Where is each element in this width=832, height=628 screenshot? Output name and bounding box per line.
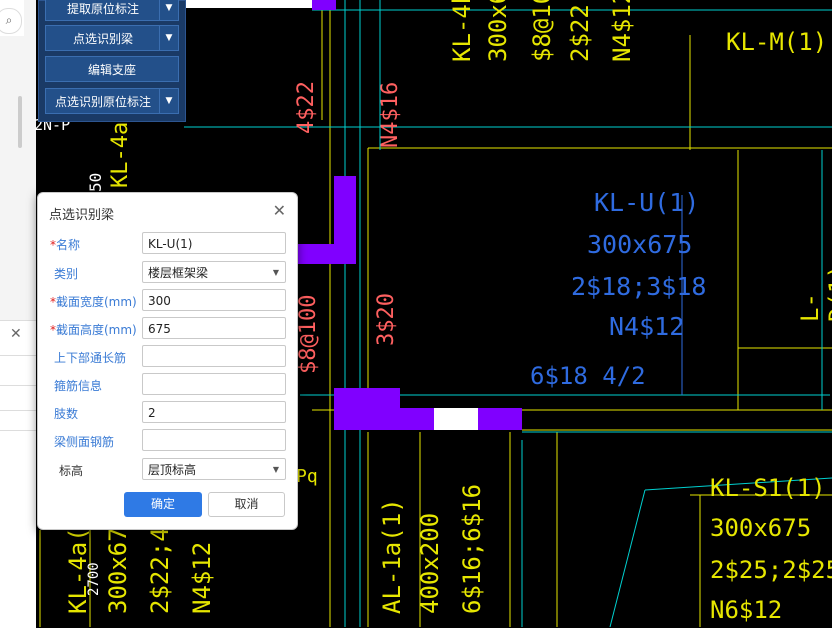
dialog-title: 点选识别梁 — [49, 208, 115, 223]
label-kl-u-bottom: 6$18 4/2 — [530, 362, 646, 390]
label-kl-u-size: 300x675 — [587, 230, 693, 259]
chevron-down-icon[interactable]: ▼ — [159, 26, 178, 50]
row-stirrup: 箍筋信息 — [38, 373, 297, 397]
elevation-select[interactable]: 层顶标高▼ — [142, 458, 286, 480]
width-input[interactable]: 300 — [142, 289, 286, 311]
label-4-22: 4$22 — [294, 81, 319, 134]
divider — [0, 355, 36, 356]
left-panel: ⌕ ✕ — [0, 0, 36, 628]
chevron-down-icon: ▼ — [272, 465, 279, 474]
pick-beam-label: 点选识别梁 — [72, 32, 133, 46]
close-icon[interactable]: ✕ — [272, 201, 286, 220]
scrollbar[interactable] — [18, 96, 22, 148]
rebar-label: 上下部通长筋 — [54, 351, 127, 365]
label-8-100: $8@100 — [296, 294, 321, 374]
label-al-bars: 6$16;6$16 — [458, 483, 486, 614]
pick-annotation-button[interactable]: 点选识别原位标注 ▼ — [45, 88, 179, 114]
legs-label: 肢数 — [54, 407, 79, 421]
label-kl-s1-n: N6$12 — [710, 596, 783, 624]
elevation-label: 标高 — [59, 464, 84, 478]
label-kl-s1: KL-S1(1) — [710, 474, 826, 502]
divider — [0, 430, 36, 431]
label-kl-4b: KL-4b — [448, 0, 476, 62]
label-kl-s1-bars: 2$25;2$25 — [710, 556, 832, 584]
cancel-button[interactable]: 取消 — [208, 492, 285, 517]
type-select[interactable]: 楼层框架梁▼ — [142, 261, 286, 283]
label-kl-m: KL-M(1) — [726, 28, 828, 56]
label-kl-4b-stir: $8@100 — [528, 0, 556, 62]
label-al-1a: AL-1a(1) — [378, 498, 406, 614]
label-al-size: 400x200 — [416, 512, 444, 614]
close-icon[interactable]: ✕ — [10, 326, 22, 342]
type-label: 类别 — [54, 267, 79, 281]
stirrup-input[interactable] — [142, 373, 286, 395]
label-kl-4b-bars: 2$22;4 — [566, 0, 594, 62]
label-3-20: 3$20 — [374, 293, 399, 346]
row-elevation: 标高 层顶标高▼ — [38, 458, 297, 482]
label-n4-16: N4$16 — [378, 81, 403, 148]
divider — [0, 410, 36, 411]
row-legs: 肢数 2 — [38, 401, 297, 425]
row-width: *截面宽度(mm) 300 — [38, 289, 297, 313]
beam-toolbar: 提取原位标注 ▼ 点选识别梁 ▼ 编辑支座 点选识别原位标注 ▼ — [38, 0, 186, 122]
chevron-down-icon[interactable]: ▼ — [159, 89, 178, 113]
label-kl4a-top: KL-4a — [108, 121, 133, 188]
label-kl-u-bars: 2$18;3$18 — [571, 272, 707, 301]
label-pq: Pq — [296, 466, 318, 487]
pick-annotation-label: 点选识别原位标注 — [54, 95, 151, 109]
name-label: *名称 — [50, 238, 81, 252]
extract-annotation-label: 提取原位标注 — [66, 2, 139, 16]
row-height: *截面高度(mm) 675 — [38, 317, 297, 341]
divider — [0, 385, 36, 386]
height-input[interactable]: 675 — [142, 317, 286, 339]
chevron-down-icon[interactable]: ▼ — [159, 0, 178, 20]
lower-left-panel — [0, 320, 36, 628]
stirrup-label: 箍筋信息 — [54, 379, 103, 393]
side-rebar-label: 梁侧面钢筋 — [54, 435, 115, 449]
label-50: 50 — [86, 172, 105, 192]
label-kl-4a-n: N4$12 — [188, 541, 216, 614]
edit-support-button[interactable]: 编辑支座 — [45, 56, 179, 82]
label-kl-4b-n: N4$12 — [608, 0, 636, 62]
height-label: *截面高度(mm) — [50, 323, 137, 337]
extract-annotation-button[interactable]: 提取原位标注 ▼ — [45, 0, 179, 21]
chevron-down-icon: ▼ — [272, 268, 279, 277]
side-rebar-input[interactable] — [142, 429, 286, 451]
legs-input[interactable]: 2 — [142, 401, 286, 423]
row-side: 梁侧面钢筋 — [38, 429, 297, 453]
row-rebar: 上下部通长筋 — [38, 345, 297, 369]
width-label: *截面宽度(mm) — [50, 295, 137, 309]
label-2700: 2700 — [86, 562, 102, 596]
pick-beam-button[interactable]: 点选识别梁 ▼ — [45, 25, 179, 51]
ok-button[interactable]: 确定 — [124, 492, 202, 517]
label-kl-u: KL-U(1) — [594, 188, 700, 217]
label-kl-4b-size: 300x6 — [484, 0, 512, 62]
search-icon[interactable]: ⌕ — [0, 8, 22, 34]
name-input[interactable]: KL-U(1) — [142, 232, 286, 254]
label-kl-u-n: N4$12 — [609, 312, 685, 341]
edit-support-label: 编辑支座 — [87, 63, 136, 77]
row-type: 类别 楼层框架梁▼ — [38, 261, 297, 285]
label-kl-s1-size: 300x675 — [710, 514, 812, 542]
rebar-input[interactable] — [142, 345, 286, 367]
row-name: *名称 KL-U(1) — [38, 232, 297, 256]
pick-beam-dialog: 点选识别梁 ✕ *名称 KL-U(1) 类别 楼层框架梁▼ *截面宽度(mm) … — [37, 192, 298, 530]
label-l-d: L-D(1) — [796, 264, 832, 322]
